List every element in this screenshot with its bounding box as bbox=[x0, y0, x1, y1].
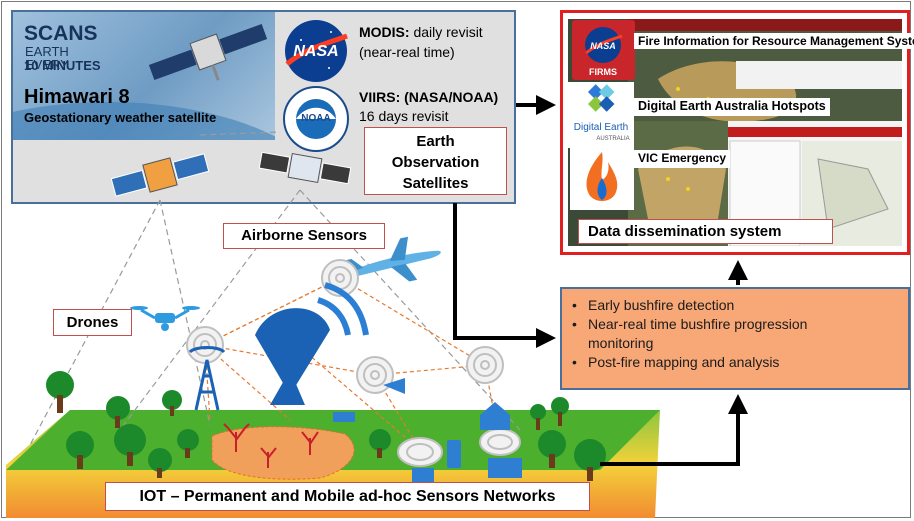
noaa-wordmark: NOAA bbox=[301, 113, 330, 124]
firms-wordmark: FIRMS bbox=[589, 67, 617, 77]
dea-title: Digital Earth Australia Hotspots bbox=[634, 98, 830, 116]
nasa-wordmark: NASA bbox=[293, 43, 338, 60]
camera-icon bbox=[383, 378, 405, 394]
satellite-illustration bbox=[13, 23, 275, 140]
viirs-name: VIIRS: (NASA/NOAA) bbox=[359, 89, 499, 105]
airplane-icon bbox=[345, 236, 441, 282]
modis-text: MODIS: daily revisit (near-real time) bbox=[359, 22, 483, 62]
sensor-node-icons bbox=[186, 259, 521, 467]
eo-label-line-1: Earth bbox=[416, 133, 455, 150]
satellite-dish-icon bbox=[255, 282, 369, 405]
outcome-item: Post-fire mapping and analysis bbox=[570, 353, 807, 372]
satellite-icon bbox=[258, 151, 352, 185]
outcome-item-continued: monitoring bbox=[588, 335, 654, 351]
firms-title: Fire Information for Resource Management… bbox=[634, 33, 914, 49]
router-icon bbox=[333, 412, 355, 422]
outcome-item: Near-real time bushfire progression bbox=[570, 315, 807, 334]
modis-detail-1: daily revisit bbox=[413, 24, 483, 40]
eo-label-line-3: Satellites bbox=[402, 175, 469, 192]
digital-earth-wordmark: Digital Earth bbox=[574, 122, 628, 133]
firms-nasa-wordmark: NASA bbox=[590, 41, 616, 51]
radio-tower-icon bbox=[188, 346, 226, 411]
arrow-eo-to-outcomes bbox=[453, 203, 556, 348]
outcome-item: Early bushfire detection bbox=[570, 296, 807, 315]
australia-wordmark: AUSTRALIA bbox=[596, 136, 629, 142]
outcomes-list: Early bushfire detection Near-real time … bbox=[570, 296, 807, 372]
himawari-description: Geostationary weather satellite bbox=[24, 110, 217, 125]
satellite-icon bbox=[110, 153, 210, 197]
drones-label: Drones bbox=[53, 309, 132, 336]
vic-emergency-logo bbox=[570, 148, 634, 210]
firms-logo: NASA FIRMS bbox=[572, 20, 635, 80]
data-dissemination-label: Data dissemination system bbox=[578, 219, 833, 244]
noaa-logo: NOAA bbox=[281, 84, 351, 154]
modis-name: MODIS: bbox=[359, 24, 410, 40]
airborne-sensors-label: Airborne Sensors bbox=[223, 223, 385, 249]
nasa-logo: NASA bbox=[281, 18, 351, 84]
tablet-icon bbox=[412, 468, 434, 486]
burnt-area bbox=[211, 426, 355, 480]
modis-detail-2: (near-real time) bbox=[359, 44, 455, 60]
digital-earth-logo: Digital Earth AUSTRALIA bbox=[568, 82, 634, 148]
himawari-name: Himawari 8 bbox=[24, 86, 130, 108]
home-icon bbox=[480, 402, 510, 430]
vic-title: VIC Emergency bbox=[634, 150, 731, 168]
viirs-text: VIIRS: (NASA/NOAA) 16 days revisit bbox=[359, 88, 498, 126]
scans-interval: 10 MINUTES bbox=[24, 58, 101, 73]
laptop-icon bbox=[488, 458, 522, 478]
drone-icon bbox=[130, 306, 200, 331]
viirs-detail: 16 days revisit bbox=[359, 108, 449, 124]
himawari-image bbox=[13, 12, 275, 140]
phone-icon bbox=[447, 440, 461, 468]
tree-icons bbox=[46, 371, 606, 481]
scans-subtitle: EARTH EVERY bbox=[25, 44, 69, 72]
scans-title: SCANS bbox=[24, 22, 98, 45]
eo-label-line-2: Observation bbox=[391, 154, 480, 171]
iot-networks-label: IOT – Permanent and Mobile ad-hoc Sensor… bbox=[105, 482, 590, 511]
earth-observation-label: Earth Observation Satellites bbox=[364, 127, 507, 195]
arrow-iot-to-outcomes bbox=[600, 394, 748, 466]
burnt-tree-icons bbox=[223, 423, 319, 468]
